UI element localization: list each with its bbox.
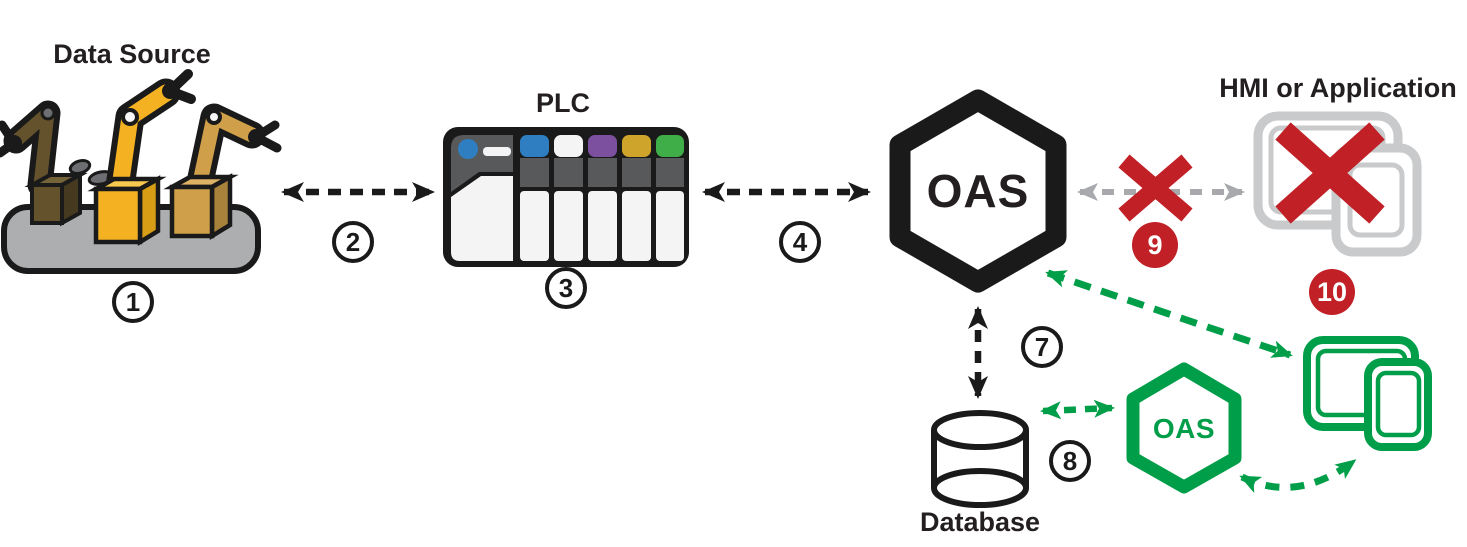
step-badge-4: 4 xyxy=(779,221,821,263)
robot-arm-middle xyxy=(87,69,196,247)
robot-arms-icon xyxy=(0,69,282,274)
green-hexagon-icon xyxy=(1126,362,1242,494)
step-badge-2: 2 xyxy=(332,221,374,263)
gray-screens-icon xyxy=(1253,111,1422,257)
step-badge-8: 8 xyxy=(1049,440,1091,482)
database-cylinder-icon xyxy=(931,410,1029,508)
plc-modules xyxy=(520,135,684,261)
arrow-8-database-oas2 xyxy=(1040,399,1115,420)
blocked-x-icon-10 xyxy=(1275,122,1385,224)
plc-label: PLC xyxy=(536,88,590,118)
step-badge-3: 3 xyxy=(545,267,587,309)
step-badge-9: 9 xyxy=(1132,222,1178,268)
hmi-label: HMI or Application xyxy=(1219,73,1457,103)
oas-secondary-label: OAS xyxy=(1152,413,1216,444)
green-screens-icon xyxy=(1303,336,1432,451)
plc-rack-icon xyxy=(443,127,689,267)
data-source-label: Data Source xyxy=(53,39,211,69)
database-label: Database xyxy=(919,507,1041,537)
robot-arm-left xyxy=(0,100,88,227)
step-badge-10: 10 xyxy=(1309,269,1355,315)
oas-primary-label: OAS xyxy=(926,165,1030,217)
arrow-oas-clientscreens xyxy=(1045,269,1293,359)
arrow-oas2-clientscreens xyxy=(1239,458,1357,494)
robot-arm-right xyxy=(163,103,282,241)
blocked-x-icon-9 xyxy=(1118,154,1193,222)
step-badge-1: 1 xyxy=(112,281,154,323)
black-hexagon-icon xyxy=(889,89,1067,293)
step-badge-7: 7 xyxy=(1021,326,1063,368)
